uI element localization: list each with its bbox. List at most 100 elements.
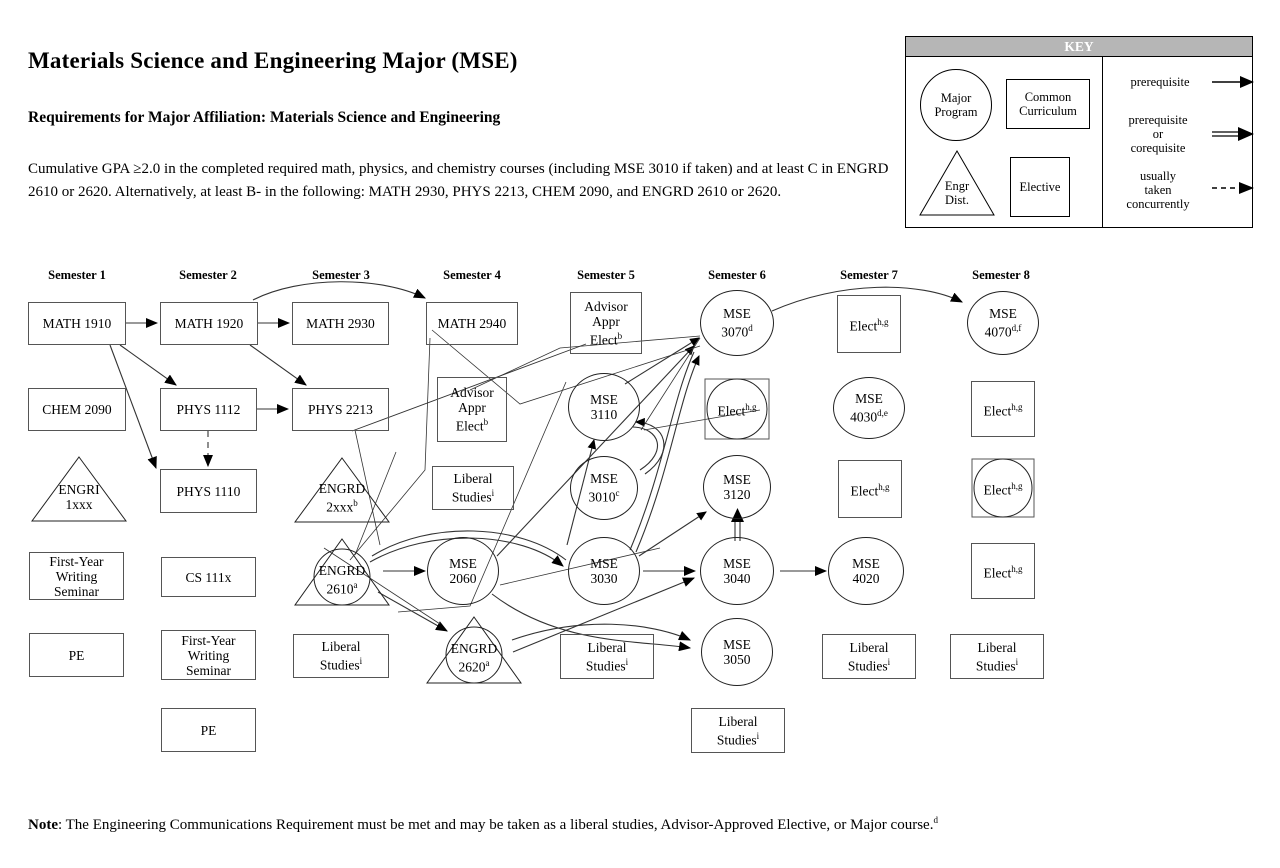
requirements-body: Cumulative GPA ≥2.0 in the completed req… <box>28 161 889 200</box>
requirements-heading: Requirements for Major Affiliation: Mate… <box>28 109 501 126</box>
node-math1920-label: MATH 1920 <box>174 316 244 331</box>
node-elect7a-sup: h,g <box>877 316 889 327</box>
footer-note-text: : The Engineering Communications Require… <box>58 817 934 833</box>
node-libstud5-sup: i <box>625 656 629 667</box>
key-major-program-line1: Major <box>940 91 972 105</box>
node-libstud4[interactable]: Liberal Studiesi <box>432 466 514 510</box>
node-mse3010-sup: c <box>615 488 620 499</box>
node-elect8c-sup: h,g <box>1011 563 1023 574</box>
node-pe2[interactable]: PE <box>161 708 256 752</box>
semester-header-7: Semester 7 <box>840 268 898 282</box>
node-libstud5[interactable]: Liberal Studiesi <box>560 634 654 679</box>
page-title: Materials Science and Engineering Major … <box>28 48 518 73</box>
node-mse3030-line2: 3030 <box>590 571 618 586</box>
node-mse2060[interactable]: MSE 2060 <box>427 537 499 605</box>
node-libstud8-sup: i <box>1015 656 1019 667</box>
node-libstud7[interactable]: Liberal Studiesi <box>822 634 916 679</box>
node-libstud7-sup: i <box>887 656 891 667</box>
key-shape-major-program: Major Program <box>920 69 992 141</box>
node-math2940-label: MATH 2940 <box>437 316 507 331</box>
node-phys1110-label: PHYS 1110 <box>176 483 241 499</box>
node-fws1-line3: Seminar <box>53 583 99 599</box>
node-engrd2xxx[interactable]: ENGRD 2xxxb <box>293 456 391 524</box>
node-mse3110-line1: MSE <box>590 392 618 407</box>
node-libstud8[interactable]: Liberal Studiesi <box>950 634 1044 679</box>
key-legend-prereq-line1: prerequisite <box>1130 75 1190 89</box>
node-math2930[interactable]: MATH 2930 <box>292 302 389 345</box>
node-mse4030[interactable]: MSE 4030d,e <box>833 377 905 439</box>
node-libstud3-sup: i <box>359 656 363 667</box>
node-mse3120[interactable]: MSE 3120 <box>703 455 771 519</box>
node-chem2090[interactable]: CHEM 2090 <box>28 388 126 431</box>
node-aae5-sup: b <box>617 330 623 341</box>
node-engrd2610-sup: a <box>353 580 358 591</box>
node-elect8a[interactable]: Electh,g <box>971 381 1035 437</box>
node-engrd2620[interactable]: ENGRD 2620a <box>425 615 523 685</box>
semester-header-6: Semester 6 <box>708 268 766 282</box>
key-legend-coreq-line3: corequisite <box>1130 141 1186 155</box>
node-cs111x-label: CS 111x <box>185 569 232 585</box>
node-math1910[interactable]: MATH 1910 <box>28 302 126 345</box>
node-pe1[interactable]: PE <box>29 633 124 677</box>
node-mse3070-line2: 3070 <box>721 324 749 340</box>
node-libstud5-line2: Studies <box>585 658 626 674</box>
node-mse3010-line1: MSE <box>590 471 618 487</box>
node-math1920[interactable]: MATH 1920 <box>160 302 258 345</box>
node-mse3040[interactable]: MSE 3040 <box>700 537 774 605</box>
node-phys1110[interactable]: PHYS 1110 <box>160 469 257 513</box>
node-cs111x[interactable]: CS 111x <box>161 557 256 597</box>
node-aae4[interactable]: Advisor Appr Electb <box>437 377 507 442</box>
node-libstud7-line1: Liberal <box>849 639 889 655</box>
key-legend-box: KEY Major Program Common Curriculum Engr… <box>905 36 1254 228</box>
node-mse4020-line2: 4020 <box>852 571 880 586</box>
semester-header-5: Semester 5 <box>577 268 635 282</box>
node-libstud4-line2: Studies <box>451 489 492 505</box>
node-libstud4-line1: Liberal <box>453 471 493 487</box>
node-libstud3[interactable]: Liberal Studiesi <box>293 634 389 678</box>
node-engrd2610[interactable]: ENGRD 2610a <box>293 537 391 607</box>
node-fws2-line3: Seminar <box>185 662 231 678</box>
node-libstud6-sup: i <box>756 730 760 741</box>
node-libstud3-line2: Studies <box>319 657 360 673</box>
node-aae5-line2: Appr <box>592 313 620 329</box>
node-mse3110[interactable]: MSE 3110 <box>568 373 640 441</box>
node-phys2213-label: PHYS 2213 <box>308 402 373 417</box>
node-libstud7-line2: Studies <box>847 658 888 674</box>
node-engrd2620-line1: ENGRD <box>450 641 498 657</box>
node-elect8b[interactable]: Electh,g <box>971 458 1035 518</box>
node-fws2[interactable]: First-Year Writing Seminar <box>161 630 256 680</box>
node-elect6[interactable]: Electh,g <box>704 378 770 440</box>
node-engrd2610-line1: ENGRD <box>318 563 366 579</box>
node-mse3030[interactable]: MSE 3030 <box>568 537 640 605</box>
node-phys1112-label: PHYS 1112 <box>176 402 241 417</box>
node-elect8c[interactable]: Electh,g <box>971 543 1035 599</box>
node-fws2-line2: Writing <box>187 647 230 663</box>
key-legend-concurrent-label: usually taken concurrently <box>1102 169 1214 211</box>
node-phys1112[interactable]: PHYS 1112 <box>160 388 257 431</box>
triangle-icon <box>919 150 995 216</box>
node-fws1[interactable]: First-Year Writing Seminar <box>29 552 124 600</box>
node-mse3040-line2: 3040 <box>723 571 751 586</box>
node-mse3010[interactable]: MSE 3010c <box>570 456 638 520</box>
node-libstud6-line2: Studies <box>716 732 757 748</box>
node-engri1xxx-line1: ENGRI <box>58 482 100 497</box>
node-mse3070-line1: MSE <box>723 306 751 322</box>
node-mse3110-line2: 3110 <box>590 407 618 422</box>
node-libstud4-sup: i <box>491 488 495 499</box>
node-phys2213[interactable]: PHYS 2213 <box>292 388 389 431</box>
node-engrd2xxx-sup: b <box>353 498 358 509</box>
node-aae5[interactable]: Advisor Appr Electb <box>570 292 642 354</box>
node-math2940[interactable]: MATH 2940 <box>426 302 518 345</box>
node-libstud6[interactable]: Liberal Studiesi <box>691 708 785 753</box>
node-elect7a[interactable]: Electh,g <box>837 295 901 353</box>
node-libstud8-line1: Liberal <box>977 639 1017 655</box>
node-mse3070[interactable]: MSE 3070d <box>700 290 774 356</box>
node-mse3050[interactable]: MSE 3050 <box>701 618 773 686</box>
key-shape-elective: Elective <box>1010 157 1070 217</box>
semester-header-2: Semester 2 <box>179 268 237 282</box>
node-engri1xxx[interactable]: ENGRI 1xxx <box>30 455 128 523</box>
node-engrd2xxx-line1: ENGRD <box>318 481 366 497</box>
node-elect7b[interactable]: Electh,g <box>838 460 902 518</box>
node-mse4020[interactable]: MSE 4020 <box>828 537 904 605</box>
node-mse4070[interactable]: MSE 4070d,f <box>967 291 1039 355</box>
